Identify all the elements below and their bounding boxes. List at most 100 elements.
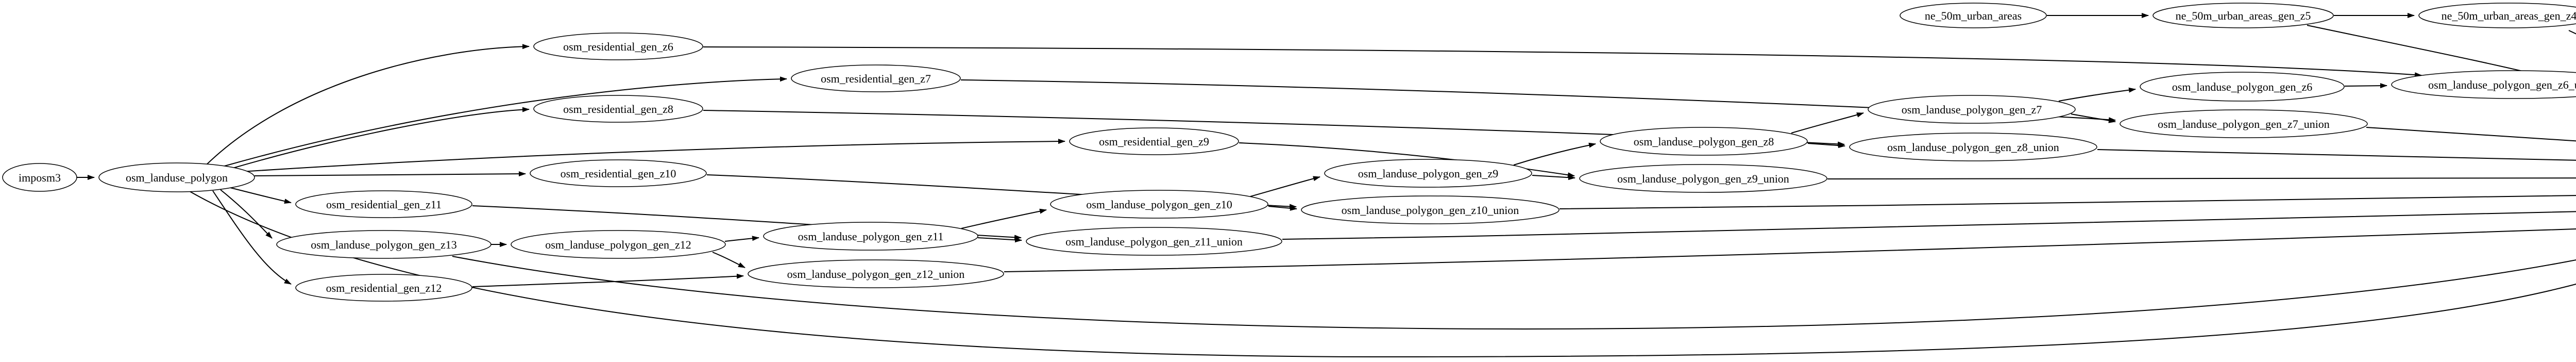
node-imposm3: imposm3 xyxy=(2,163,77,192)
node-ellipse-ne_50m_urban_areas xyxy=(1900,3,2047,28)
node-label-ne_50m_urban_areas_gen_z4: ne_50m_urban_areas_gen_z4 xyxy=(2442,9,2576,22)
node-label-osm_landuse_polygon_gen_z10_union: osm_landuse_polygon_gen_z10_union xyxy=(1342,204,1519,217)
node-label-osm_landuse_polygon_gen_z13: osm_landuse_polygon_gen_z13 xyxy=(311,238,457,251)
edge-osm_landuse_polygon-to-osm_residential_gen_z7 xyxy=(222,76,787,167)
node-label-osm_residential_gen_z9: osm_residential_gen_z9 xyxy=(1099,135,1209,148)
node-ellipse-osm_residential_gen_z8 xyxy=(533,95,703,123)
node-osm_landuse_polygon_gen_z6_union: osm_landuse_polygon_gen_z6_union xyxy=(2391,70,2576,99)
node-ellipse-osm_landuse_polygon_gen_z10_union xyxy=(1301,195,1560,224)
node-ellipse-osm_landuse_polygon_gen_z12 xyxy=(511,230,726,259)
edge-osm_landuse_polygon_gen_z8_union-to-layer_landuse-z8 xyxy=(2097,149,2576,161)
node-ellipse-osm_landuse_polygon_gen_z8_union xyxy=(1849,133,2097,161)
node-ellipse-osm_landuse_polygon_gen_z13 xyxy=(276,230,492,259)
node-ellipse-imposm3 xyxy=(2,163,77,192)
node-label-osm_residential_gen_z10: osm_residential_gen_z10 xyxy=(561,167,676,180)
edge-osm_landuse_polygon-to-osm_landuse_polygon_gen_z13 xyxy=(220,189,273,239)
node-ellipse-osm_landuse_polygon_gen_z7 xyxy=(1868,95,2076,124)
node-ne_50m_urban_areas_gen_z4: ne_50m_urban_areas_gen_z4 xyxy=(2418,3,2576,28)
node-osm_residential_gen_z9: osm_residential_gen_z9 xyxy=(1069,127,1239,155)
edge-ne_50m_urban_areas_gen_z5-to-layer_landuse-z5 xyxy=(2307,25,2576,85)
node-osm_landuse_polygon_gen_z9_union: osm_landuse_polygon_gen_z9_union xyxy=(1579,164,1827,193)
node-osm_residential_gen_z10: osm_residential_gen_z10 xyxy=(530,159,707,187)
edge-osm_landuse_polygon-to-osm_residential_gen_z11 xyxy=(230,187,292,204)
edge-osm_landuse_polygon_gen_z8-to-osm_landuse_polygon_gen_z7 xyxy=(1791,112,1864,134)
node-ellipse-osm_residential_gen_z6 xyxy=(533,32,703,60)
node-ellipse-osm_landuse_polygon xyxy=(98,162,255,192)
edge-osm_landuse_polygon_gen_z10-to-osm_landuse_polygon_gen_z9 xyxy=(1250,176,1320,197)
edges-layer xyxy=(77,13,2576,358)
node-label-osm_landuse_polygon_gen_z8: osm_landuse_polygon_gen_z8 xyxy=(1634,135,1774,148)
node-osm_landuse_polygon_gen_z8: osm_landuse_polygon_gen_z8 xyxy=(1600,127,1808,156)
node-ellipse-osm_residential_gen_z12 xyxy=(295,274,472,302)
node-label-osm_landuse_polygon_gen_z10: osm_landuse_polygon_gen_z10 xyxy=(1086,198,1232,211)
node-ellipse-ne_50m_urban_areas_gen_z4 xyxy=(2418,3,2576,28)
node-label-osm_landuse_polygon_gen_z9: osm_landuse_polygon_gen_z9 xyxy=(1358,167,1499,180)
node-ellipse-ne_50m_urban_areas_gen_z5 xyxy=(2153,3,2334,28)
edge-osm_landuse_polygon_gen_z10_union-to-layer_landuse-z10 xyxy=(1559,195,2576,209)
node-label-ne_50m_urban_areas_gen_z5: ne_50m_urban_areas_gen_z5 xyxy=(2176,9,2311,22)
node-label-osm_landuse_polygon_gen_z12: osm_landuse_polygon_gen_z12 xyxy=(545,238,691,251)
node-label-osm_residential_gen_z6: osm_residential_gen_z6 xyxy=(563,40,673,53)
node-ellipse-osm_residential_gen_z10 xyxy=(530,159,707,187)
node-label-osm_landuse_polygon_gen_z7_union: osm_landuse_polygon_gen_z7_union xyxy=(2158,118,2330,130)
node-osm_landuse_polygon_gen_z7_union: osm_landuse_polygon_gen_z7_union xyxy=(2120,109,2368,138)
node-label-ne_50m_urban_areas: ne_50m_urban_areas xyxy=(1925,9,2022,22)
node-ellipse-osm_landuse_polygon_gen_z6 xyxy=(2140,72,2345,102)
node-ne_50m_urban_areas_gen_z5: ne_50m_urban_areas_gen_z5 xyxy=(2153,3,2334,28)
node-osm_residential_gen_z12: osm_residential_gen_z12 xyxy=(295,274,472,302)
node-ellipse-osm_landuse_polygon_gen_z9 xyxy=(1324,159,1532,188)
edge-osm_landuse_polygon_gen_z12-to-osm_landuse_polygon_gen_z11 xyxy=(724,236,759,242)
node-osm_residential_gen_z6: osm_residential_gen_z6 xyxy=(533,32,703,60)
node-label-osm_landuse_polygon_gen_z11: osm_landuse_polygon_gen_z11 xyxy=(798,230,944,243)
edge-osm_landuse_polygon_gen_z7_union-to-layer_landuse-z7 xyxy=(2366,127,2576,142)
node-osm_landuse_polygon_gen_z10_union: osm_landuse_polygon_gen_z10_union xyxy=(1301,195,1560,224)
node-ellipse-osm_landuse_polygon_gen_z7_union xyxy=(2120,109,2368,138)
node-osm_residential_gen_z7: osm_residential_gen_z7 xyxy=(791,64,961,92)
node-label-imposm3: imposm3 xyxy=(19,171,61,184)
node-label-osm_landuse_polygon_gen_z8_union: osm_landuse_polygon_gen_z8_union xyxy=(1887,141,2059,154)
node-ellipse-osm_residential_gen_z11 xyxy=(295,190,472,218)
node-ellipse-osm_landuse_polygon_gen_z11_union xyxy=(1026,227,1282,256)
node-label-osm_landuse_polygon: osm_landuse_polygon xyxy=(126,171,228,184)
node-osm_landuse_polygon_gen_z10: osm_landuse_polygon_gen_z10 xyxy=(1050,190,1268,219)
node-label-osm_residential_gen_z11: osm_residential_gen_z11 xyxy=(326,198,442,211)
edge-osm_landuse_polygon-to-osm_residential_gen_z12 xyxy=(212,190,292,285)
edge-osm_landuse_polygon_gen_z12-to-osm_landuse_polygon_gen_z12_union xyxy=(712,252,745,268)
node-label-osm_landuse_polygon_gen_z6_union: osm_landuse_polygon_gen_z6_union xyxy=(2428,78,2576,91)
edge-osm_residential_gen_z6-to-osm_landuse_polygon_gen_z6_union xyxy=(703,46,2422,78)
edge-osm_landuse_polygon_gen_z11-to-osm_landuse_polygon_gen_z10 xyxy=(961,208,1047,229)
node-label-osm_residential_gen_z12: osm_residential_gen_z12 xyxy=(326,282,442,294)
edge-osm_landuse_polygon_gen_z9_union-to-layer_landuse-z9 xyxy=(1827,177,2576,180)
node-osm_landuse_polygon_gen_z12_union: osm_landuse_polygon_gen_z12_union xyxy=(748,259,1004,288)
node-ellipse-osm_residential_gen_z7 xyxy=(791,64,961,92)
node-osm_landuse_polygon_gen_z7: osm_landuse_polygon_gen_z7 xyxy=(1868,95,2076,124)
node-ellipse-osm_landuse_polygon_gen_z8 xyxy=(1600,127,1808,156)
node-ellipse-osm_landuse_polygon_gen_z9_union xyxy=(1579,164,1827,193)
node-osm_landuse_polygon_gen_z11: osm_landuse_polygon_gen_z11 xyxy=(763,222,978,251)
node-osm_landuse_polygon_gen_z6: osm_landuse_polygon_gen_z6 xyxy=(2140,72,2345,102)
node-osm_landuse_polygon_gen_z13: osm_landuse_polygon_gen_z13 xyxy=(276,230,492,259)
node-label-osm_landuse_polygon_gen_z11_union: osm_landuse_polygon_gen_z11_union xyxy=(1065,235,1243,248)
node-ellipse-osm_residential_gen_z9 xyxy=(1069,127,1239,155)
node-osm_residential_gen_z8: osm_residential_gen_z8 xyxy=(533,95,703,123)
node-osm_landuse_polygon_gen_z11_union: osm_landuse_polygon_gen_z11_union xyxy=(1026,227,1282,256)
node-osm_landuse_polygon: osm_landuse_polygon xyxy=(98,162,255,192)
node-ellipse-osm_landuse_polygon_gen_z10 xyxy=(1050,190,1268,219)
node-label-osm_landuse_polygon_gen_z6: osm_landuse_polygon_gen_z6 xyxy=(2172,80,2313,93)
node-osm_landuse_polygon_gen_z9: osm_landuse_polygon_gen_z9 xyxy=(1324,159,1532,188)
node-label-osm_residential_gen_z8: osm_residential_gen_z8 xyxy=(563,103,673,116)
node-label-osm_landuse_polygon_gen_z7: osm_landuse_polygon_gen_z7 xyxy=(1902,103,2042,116)
edge-osm_landuse_polygon-to-osm_residential_gen_z9 xyxy=(241,139,1065,172)
node-ellipse-osm_landuse_polygon_gen_z12_union xyxy=(748,259,1004,288)
edge-osm_landuse_polygon-to-osm_residential_gen_z10 xyxy=(254,171,526,177)
edge-osm_landuse_polygon-to-osm_residential_gen_z6 xyxy=(206,44,530,166)
edge-osm_landuse_polygon-to-osm_residential_gen_z8 xyxy=(229,107,530,170)
edge-osm_landuse_polygon_gen_z9-to-osm_landuse_polygon_gen_z8 xyxy=(1513,142,1596,166)
node-ellipse-osm_landuse_polygon_gen_z6_union xyxy=(2391,70,2576,99)
node-label-osm_landuse_polygon_gen_z12_union: osm_landuse_polygon_gen_z12_union xyxy=(787,268,965,281)
nodes-layer: imposm3 osm_landuse_polygon osm_residentia… xyxy=(2,3,2576,302)
node-osm_landuse_polygon_gen_z8_union: osm_landuse_polygon_gen_z8_union xyxy=(1849,133,2097,161)
edge-osm_residential_gen_z9-to-osm_landuse_polygon_gen_z9_union xyxy=(1239,142,1575,178)
